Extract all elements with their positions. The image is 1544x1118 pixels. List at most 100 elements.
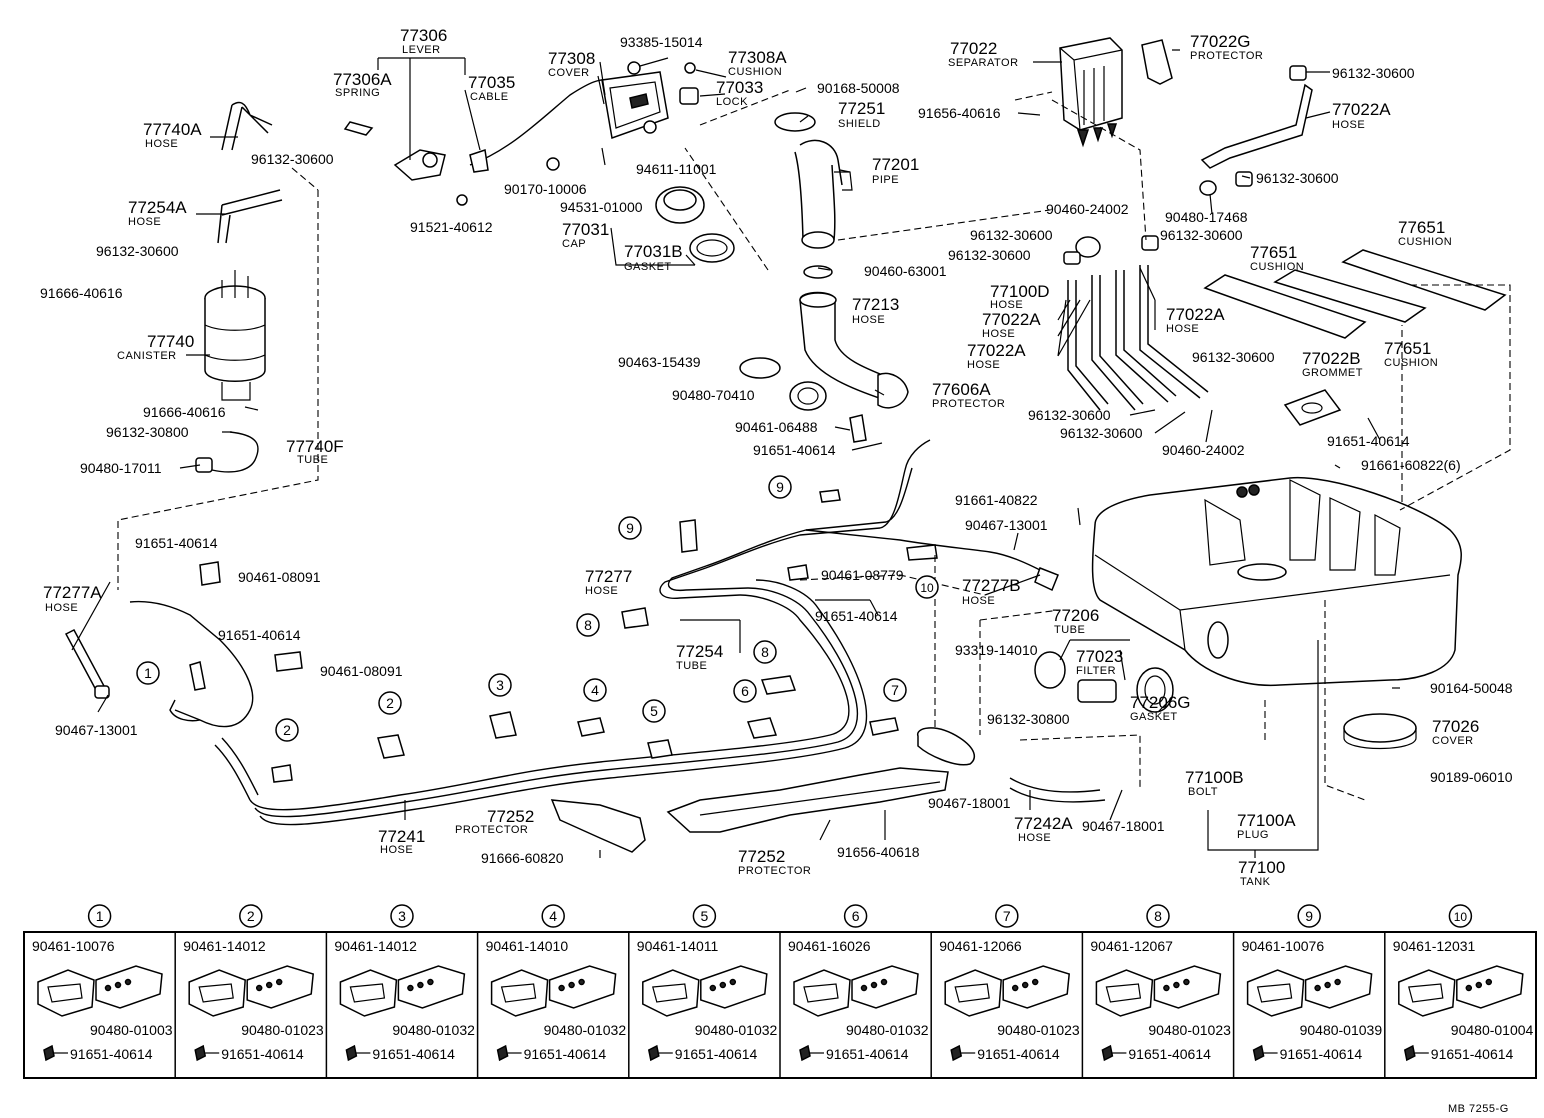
part-label-90467-18001-a[interactable]: 90467-18001 [928, 795, 1011, 811]
part-label-96132-30600-e[interactable]: 96132-30600 [1160, 227, 1243, 243]
part-label-91661-60822[interactable]: 91661-60822(6) [1361, 457, 1461, 473]
part-label-90480-17468[interactable]: 90480-17468 [1165, 209, 1248, 225]
callout-5[interactable]: 5 [642, 699, 666, 723]
callout-8[interactable]: 8 [576, 613, 600, 637]
callout-4[interactable]: 4 [583, 678, 607, 702]
part-label-90480-17011[interactable]: 90480-17011 [80, 460, 162, 476]
part-label-90164-50048[interactable]: 90164-50048 [1430, 680, 1513, 696]
callout-3[interactable]: 3 [488, 673, 512, 697]
part-label-90461-08091-a[interactable]: 90461-08091 [238, 569, 321, 585]
part-label-90463-15439[interactable]: 90463-15439 [618, 354, 701, 370]
callout-7[interactable]: 7 [883, 678, 907, 702]
part-label-91656-40616[interactable]: 91656-40616 [918, 105, 1001, 121]
callout-1[interactable]: 1 [136, 661, 160, 685]
part-label-91651-40614-c[interactable]: 91651-40614 [135, 535, 218, 551]
part-label-93319-14010[interactable]: 93319-14010 [955, 642, 1038, 658]
part-label-90460-24002-b[interactable]: 90460-24002 [1162, 442, 1245, 458]
part-label-90460-24002-a[interactable]: 90460-24002 [1046, 201, 1129, 217]
part-label-90461-08779[interactable]: 90461-08779 [821, 567, 904, 583]
part-label-91656-40618[interactable]: 91656-40618 [837, 844, 920, 860]
part-label-91651-40614-b[interactable]: 91651-40614 [753, 442, 836, 458]
part-label-94611-11001[interactable]: 94611-11001 [636, 161, 717, 177]
callout-9[interactable]: 9 [768, 475, 792, 499]
part-label-96132-30600-h[interactable]: 96132-30600 [1192, 349, 1275, 365]
part-label-96132-30600-g[interactable]: 96132-30600 [96, 243, 179, 259]
part-label-96132-30600-a[interactable]: 96132-30600 [1332, 65, 1415, 81]
part-label-90170-10006[interactable]: 90170-10006 [504, 181, 587, 197]
part-label-91661-40822[interactable]: 91661-40822 [955, 492, 1038, 508]
part-label-91666-40616-b[interactable]: 91666-40616 [143, 404, 226, 420]
part-label-90168-50008[interactable]: 90168-50008 [817, 80, 900, 96]
callout-2[interactable]: 2 [378, 691, 402, 715]
part-label-91521-40612[interactable]: 91521-40612 [410, 219, 493, 235]
part-label-96132-30600-c[interactable]: 96132-30600 [1256, 170, 1339, 186]
part-label-93385-15014[interactable]: 93385-15014 [620, 34, 703, 50]
part-label-90467-18001-b[interactable]: 90467-18001 [1082, 818, 1165, 834]
part-label-96132-30600-k[interactable]: 96132-30600 [1060, 425, 1143, 441]
part-label-90461-08091-b[interactable]: 90461-08091 [320, 663, 403, 679]
part-label-94531-01000[interactable]: 94531-01000 [560, 199, 643, 215]
part-label-96132-30600-f[interactable]: 96132-30600 [948, 247, 1031, 263]
part-label-91651-40614-d[interactable]: 91651-40614 [815, 608, 898, 624]
part-label-90467-13001-b[interactable]: 90467-13001 [55, 722, 138, 738]
part-label-96132-30600-d[interactable]: 96132-30600 [970, 227, 1053, 243]
part-label-90460-63001[interactable]: 90460-63001 [864, 263, 947, 279]
callout-2[interactable]: 2 [275, 718, 299, 742]
part-label-96132-30600-b[interactable]: 96132-30600 [251, 151, 334, 167]
part-label-90467-13001-a[interactable]: 90467-13001 [965, 517, 1048, 533]
callout-6[interactable]: 6 [733, 679, 757, 703]
part-label-91666-40616-a[interactable]: 91666-40616 [40, 285, 123, 301]
part-label-90189-06010[interactable]: 90189-06010 [1430, 769, 1513, 785]
part-label-96132-30800-a[interactable]: 96132-30800 [106, 424, 189, 440]
part-label-96132-30600-j[interactable]: 96132-30600 [1028, 407, 1111, 423]
part-label-96132-30800-b[interactable]: 96132-30800 [987, 711, 1070, 727]
part-label-91666-60820[interactable]: 91666-60820 [481, 850, 564, 866]
callout-10[interactable]: 10 [915, 575, 939, 599]
